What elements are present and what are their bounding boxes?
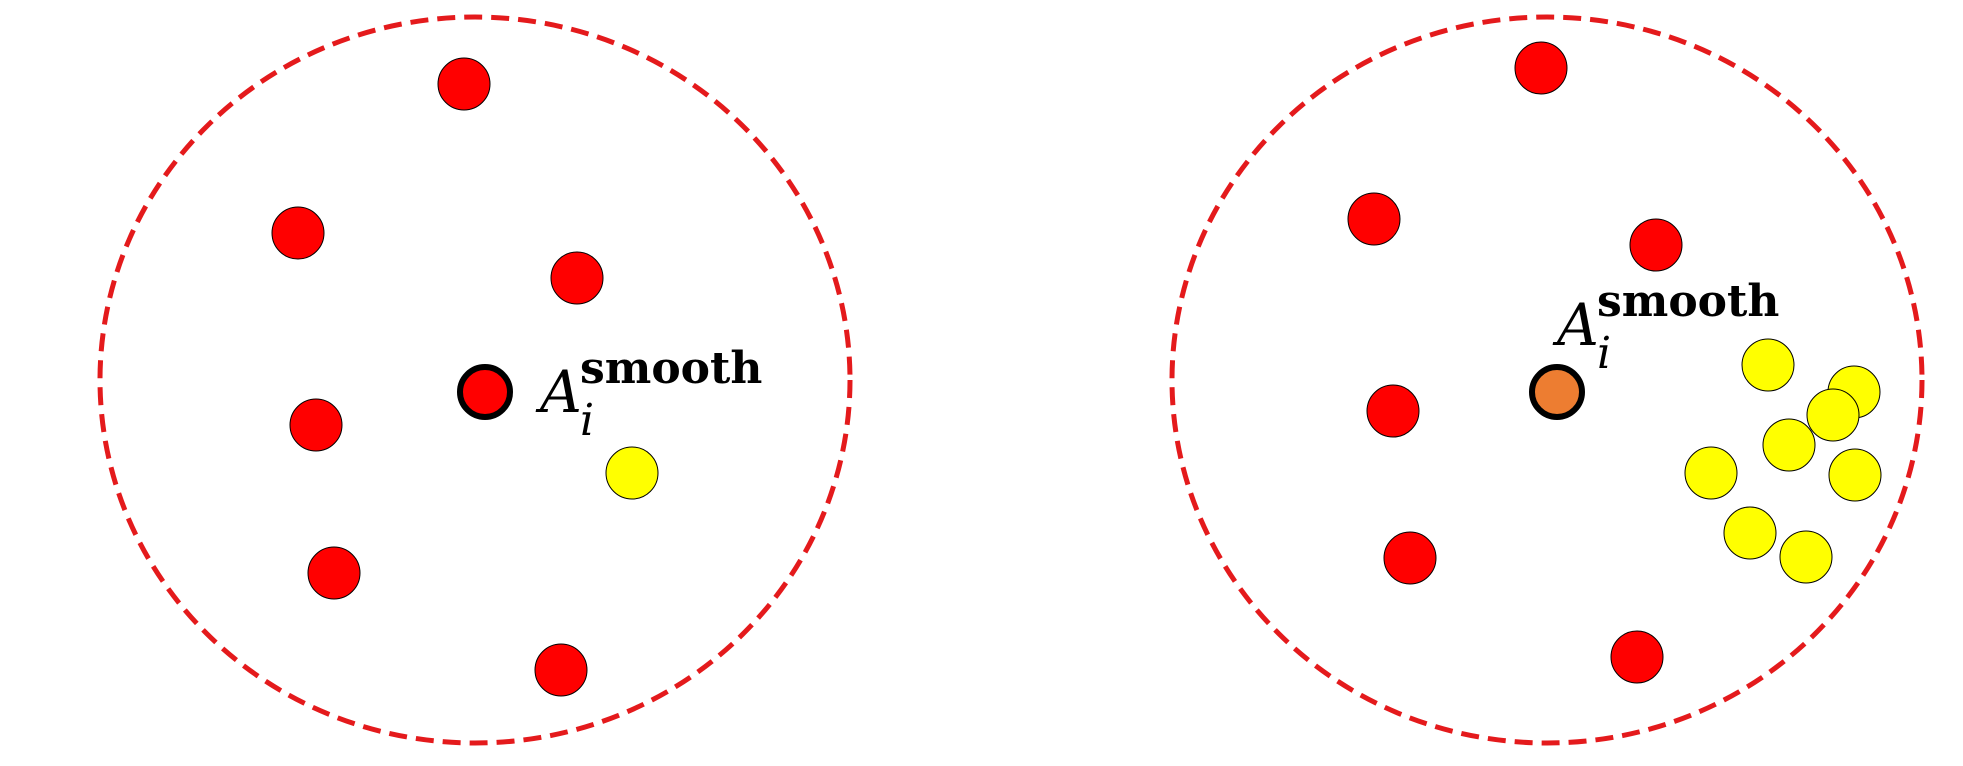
right-yellow-point <box>1762 418 1816 472</box>
right-red-point <box>1347 192 1401 246</box>
right-yellow-point <box>1723 506 1777 560</box>
left-neighborhood-boundary <box>97 14 853 746</box>
left-panel: A i smooth <box>97 14 853 746</box>
right-red-point <box>1383 531 1437 585</box>
right-panel: A i smooth <box>1169 14 1925 746</box>
left-label-superscript: smooth <box>580 343 762 394</box>
right-center-point <box>1529 364 1585 420</box>
right-label-subscript: i <box>1597 328 1611 379</box>
right-label-base: A <box>1552 291 1599 359</box>
right-red-point <box>1514 41 1568 95</box>
left-red-point <box>289 398 343 452</box>
left-red-point <box>307 546 361 600</box>
right-yellow-point <box>1684 446 1738 500</box>
left-center-point <box>457 364 513 420</box>
right-yellow-point <box>1806 388 1860 442</box>
right-center-label: A i smooth <box>1552 276 1779 379</box>
left-label-subscript: i <box>580 395 594 446</box>
left-yellow-point <box>605 446 659 500</box>
right-label-superscript: smooth <box>1597 276 1779 327</box>
right-neighborhood-boundary <box>1169 14 1925 746</box>
left-red-point <box>550 251 604 305</box>
right-yellow-point <box>1741 338 1795 392</box>
right-yellow-point <box>1828 448 1882 502</box>
right-points <box>1347 41 1882 684</box>
left-center-label: A i smooth <box>535 343 762 446</box>
left-red-point <box>437 57 491 111</box>
right-red-point <box>1366 384 1420 438</box>
left-red-point <box>271 206 325 260</box>
right-red-point <box>1610 630 1664 684</box>
right-red-point <box>1629 218 1683 272</box>
right-yellow-point <box>1779 530 1833 584</box>
left-points <box>271 57 659 697</box>
left-label-base: A <box>535 358 582 426</box>
left-red-point <box>534 643 588 697</box>
